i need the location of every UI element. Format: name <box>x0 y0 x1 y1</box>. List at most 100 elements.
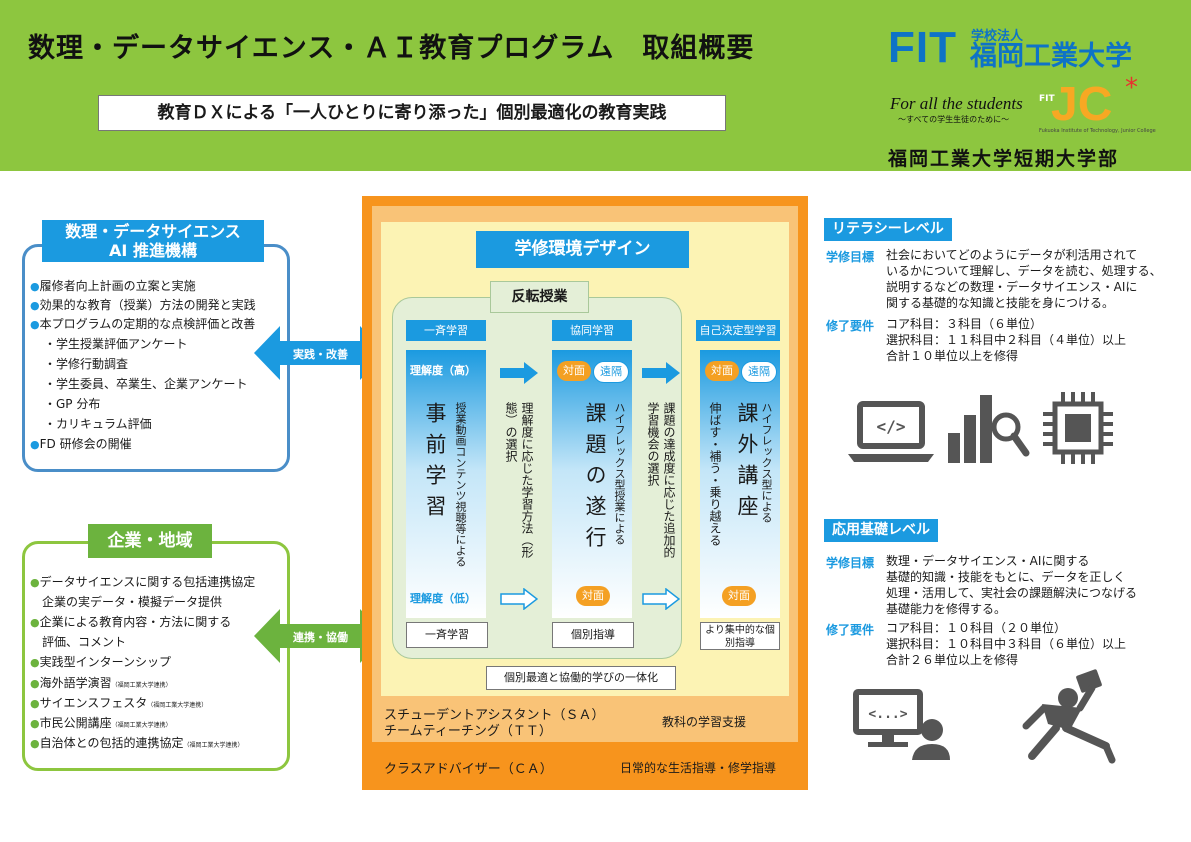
slogan: For all the students <box>890 94 1023 113</box>
applied-req-1: コア科目：１０科目（２０単位） <box>886 621 1067 635</box>
chart-search-icon <box>948 395 1030 463</box>
subtitle: 教育ＤＸによる「一人ひとりに寄り添った」個別最適化の教育実践 <box>98 95 726 131</box>
industry-region-title: 企業・地域 <box>88 524 212 558</box>
promotion-org-title-line1: 数理・データサイエンス <box>65 222 241 241</box>
literacy-req-2: 選択科目：１１科目中２科目（４単位）以上 <box>886 333 1127 347</box>
org-subitem-2: ・学修行動調査 <box>44 357 129 371</box>
col3-note: ハイフレックス型による <box>760 402 773 523</box>
ca-label: クラスアドバイザー（ＣＡ） <box>384 762 553 777</box>
promotion-org-title: 数理・データサイエンス AI 推進機構 <box>42 220 264 262</box>
header-band <box>0 0 1191 171</box>
org-item-3: 本プログラムの定期的な点検評価と改善 <box>30 317 256 332</box>
region-item-1: データサイエンスに関する包括連携協定 <box>30 575 256 590</box>
applied-goal-2: 基礎的知識・技能をもとに、データを正しく <box>886 570 1126 584</box>
region-item-7: 自治体との包括的連携協定（福岡工業大学連携） <box>30 736 244 753</box>
col3-panel <box>700 350 780 618</box>
org-item-2: 効果的な教育（授業）方法の開発と実践 <box>30 298 256 313</box>
subject-support-label: 教科の学習支援 <box>662 715 747 729</box>
literacy-goal-3: 説明するなどの数理・データサイエンス・AIに <box>886 280 1138 294</box>
fit-logo: FIT <box>888 23 957 72</box>
org-subitem-5: ・カリキュラム評価 <box>44 417 152 431</box>
tt-label: チームティーチング（ＴＴ） <box>384 724 552 739</box>
literacy-level-title: リテラシーレベル <box>824 218 952 241</box>
college-name: 福岡工業大学短期大学部 <box>888 148 1120 170</box>
region-item-6: 市民公開講座（福岡工業大学連携） <box>30 716 172 733</box>
col2-note: ハイフレックス型授業による <box>613 402 626 545</box>
literacy-goal-label: 学修目標 <box>826 250 875 264</box>
literacy-req-1: コア科目：３科目（６単位） <box>886 317 1043 331</box>
col3-bottom: より集中的な個別指導 <box>700 622 780 650</box>
promotion-org-title-line2: AI 推進機構 <box>109 241 197 260</box>
corporation-label: 学校法人 <box>971 29 1024 44</box>
solid-arrow-right-icon-2 <box>642 362 680 384</box>
col3-sub: 伸ばす・補う・乗り越える <box>708 402 722 546</box>
cpu-chip-icon <box>1043 392 1113 464</box>
col2-face-pill-bottom: 対面 <box>576 586 610 606</box>
running-businessman-icon <box>1022 669 1116 764</box>
applied-req-label: 修了要件 <box>826 623 875 637</box>
col3-title: 課外講座 <box>735 402 759 526</box>
understanding-low: 理解度（低） <box>410 592 476 605</box>
org-subitem-3: ・学生委員、卒業生、企業アンケート <box>44 377 248 391</box>
literacy-goal-2: いるかについて理解し、データを読む、処理する、 <box>886 264 1162 278</box>
mid1-text: 理解度に応じた学習方法（形態）の選択 <box>504 402 534 558</box>
col2-title: 課題の遂行 <box>583 402 607 557</box>
literacy-req-label: 修了要件 <box>826 319 875 333</box>
col3-header: 自己決定型学習 <box>696 320 780 341</box>
region-item-1-cont: 企業の実データ・模擬データ提供 <box>42 595 223 609</box>
applied-goal-3: 処理・活用して、実社会の課題解決につなげる <box>886 586 1138 600</box>
applied-req-2: 選択科目：１０科目中３科目（６単位）以上 <box>886 637 1127 651</box>
col3-remote-pill: 遠隔 <box>741 361 777 383</box>
col2-header: 協同学習 <box>552 320 632 341</box>
mid2-text: 課題の達成度に応じた追加的学習機会の選択 <box>646 402 676 558</box>
practice-improve-arrow <box>254 326 386 380</box>
collaboration-arrow <box>254 609 386 663</box>
col2-panel <box>552 350 632 618</box>
region-item-3: 実践型インターンシップ <box>30 655 171 670</box>
outline-arrow-right-icon <box>500 588 538 610</box>
col1-bottom: 一斉学習 <box>406 622 488 648</box>
region-item-5: サイエンスフェスタ（福岡工業大学連携） <box>30 696 208 713</box>
outline-arrow-right-icon-2 <box>642 588 680 610</box>
programmer-icon: <...> <box>853 689 950 760</box>
understanding-high: 理解度（高） <box>410 364 476 377</box>
applied-goal-label: 学修目標 <box>826 556 875 570</box>
learning-design-title: 学修環境デザイン <box>476 231 689 268</box>
col2-bottom: 個別指導 <box>552 622 634 648</box>
col3-face-pill: 対面 <box>705 361 739 381</box>
org-item-4: FD 研修会の開催 <box>30 437 132 452</box>
literacy-goal-1: 社会においてどのようにデータが利活用されて <box>886 248 1138 262</box>
applied-goal-4: 基礎能力を修得する。 <box>886 602 1007 616</box>
region-item-2: 企業による教育内容・方法に関する <box>30 615 232 630</box>
svg-text:<...>: <...> <box>868 707 907 722</box>
applied-level-title: 応用基礎レベル <box>824 519 938 542</box>
col3-face-pill-bottom: 対面 <box>722 586 756 606</box>
daily-guidance-label: 日常的な生活指導・修学指導 <box>620 761 777 775</box>
region-item-2-cont: 評価、コメント <box>42 635 127 649</box>
star-icon: * <box>1125 73 1138 103</box>
integration-label: 個別最適と協働的学びの一体化 <box>486 666 676 690</box>
org-item-1: 履修者向上計画の立案と実施 <box>30 279 196 294</box>
slogan-sub: 〜すべての学生生徒のために〜 <box>898 115 1010 124</box>
org-subitem-1: ・学生授業評価アンケート <box>44 337 188 351</box>
literacy-goal-4: 関する基礎的な知識と技能を身につける。 <box>886 296 1115 310</box>
sa-label: スチューデントアシスタント（ＳＡ） <box>384 708 605 723</box>
region-item-4: 海外語学演習（福岡工業大学連携） <box>30 676 172 693</box>
flipped-class-title: 反転授業 <box>490 281 589 313</box>
solid-arrow-right-icon <box>500 362 538 384</box>
svg-text:</>: </> <box>877 417 906 436</box>
col1-note: 授業動画コンテンツ視聴等による <box>454 402 467 567</box>
practice-improve-label: 実践・改善 <box>293 348 348 361</box>
jc-text: JC <box>1051 78 1113 131</box>
col2-remote-pill: 遠隔 <box>593 361 629 383</box>
collaboration-label: 連携・協働 <box>293 631 348 644</box>
literacy-req-3: 合計１０単位以上を修得 <box>886 349 1019 363</box>
laptop-code-icon: </> <box>848 401 934 462</box>
applied-goal-1: 数理・データサイエンス・AIに関する <box>886 554 1090 568</box>
col1-header: 一斉学習 <box>406 320 486 341</box>
page-title: 数理・データサイエンス・ＡＩ教育プログラム 取組概要 <box>28 33 755 64</box>
org-subitem-4: ・GP 分布 <box>44 397 101 411</box>
jc-tiny-text: Fukuoka Institute of Technology, Junior … <box>1039 128 1156 134</box>
col2-face-pill: 対面 <box>557 361 591 381</box>
jc-fit-text: FIT <box>1039 94 1055 104</box>
